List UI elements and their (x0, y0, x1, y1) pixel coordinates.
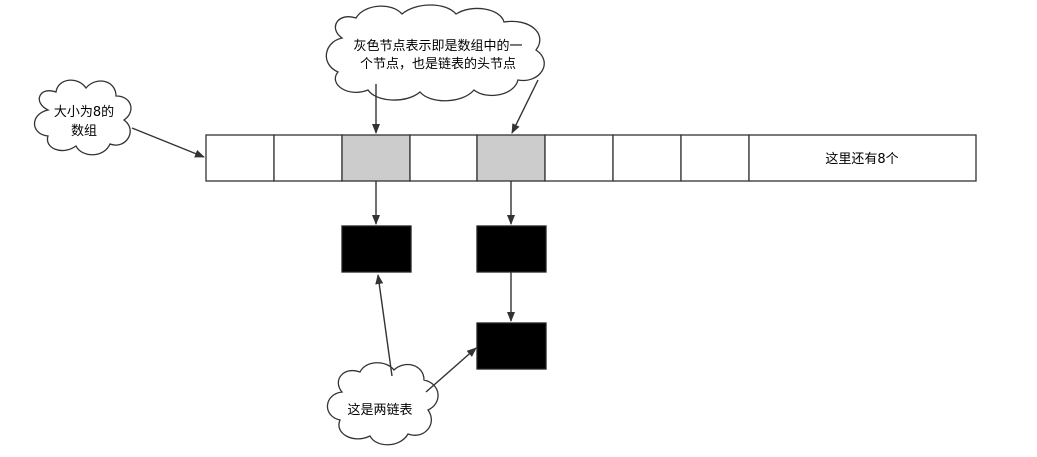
arrow-note-to-cell-4 (511, 79, 539, 134)
cloud-array-size-line1: 大小为8的 (54, 104, 114, 120)
array-cell-1 (273, 134, 343, 182)
list1-node1 (341, 225, 412, 273)
arrow-array-size-to-array (131, 127, 205, 158)
arrow-two-lists-to-list2-node2 (425, 347, 477, 393)
cloud-gray-node: 灰色节点表示即是数组中的一 个节点，也是链表的头节点 (325, 4, 545, 102)
array-cell-0 (205, 134, 275, 182)
array: 这里还有8个 (205, 134, 977, 182)
cloud-gray-node-line1: 灰色节点表示即是数组中的一 (353, 38, 522, 54)
array-cell-7 (680, 134, 750, 182)
cloud-gray-node-line2: 个节点，也是链表的头节点 (360, 56, 516, 72)
cloud-array-size-shape (33, 79, 132, 156)
array-cell-6 (612, 134, 682, 182)
array-tail-label: 这里还有8个 (825, 151, 898, 167)
array-cell-5 (544, 134, 614, 182)
list2-node1 (476, 225, 547, 273)
cloud-two-lists: 这是两链表 (326, 362, 439, 446)
arrow-two-lists-to-list1 (375, 274, 393, 377)
array-tail-cell (748, 134, 977, 182)
array-cell-4 (476, 134, 546, 182)
array-cell-3 (409, 134, 478, 182)
cloud-array-size: 大小为8的 数组 (33, 79, 132, 156)
cloud-two-lists-line1: 这是两链表 (347, 402, 412, 418)
list2-node2 (476, 322, 547, 370)
cloud-two-lists-shape (326, 362, 439, 446)
array-cell-2 (341, 134, 411, 182)
cloud-gray-node-shape (325, 4, 545, 102)
cloud-array-size-line2: 数组 (71, 124, 97, 139)
